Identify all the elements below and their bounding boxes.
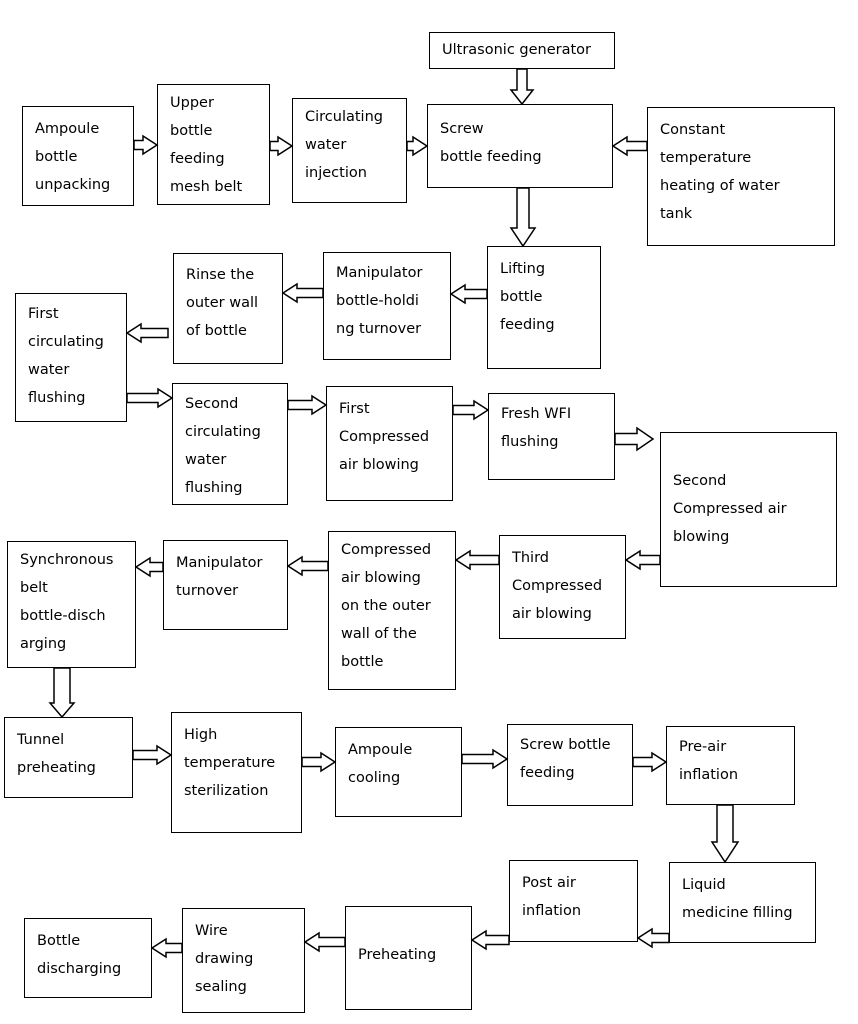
- step-screw-bottle-feeding-1: Screw bottle feeding: [427, 104, 613, 188]
- arrow-ultrasonic-to-screw: [509, 68, 535, 106]
- arrow-post-air-to-preheating: [470, 929, 510, 951]
- arrow-second-comp-to-third: [624, 549, 661, 571]
- step-ampoule-cooling: Ampoule cooling: [335, 727, 462, 817]
- step-constant-temperature-tank: Constant temperature heating of water ta…: [647, 107, 835, 246]
- arrow-manip-to-rinse: [281, 282, 324, 304]
- step-manipulator-bottle-holding-turnover: Manipulator bottle-holdi ng turnover: [323, 252, 451, 360]
- arrow-sterilization-to-cooling: [301, 751, 337, 773]
- arrow-wfi-to-second-comp: [614, 426, 655, 452]
- step-first-circulating-water-flushing: First circulating water flushing: [15, 293, 127, 422]
- step-wire-drawing-sealing: Wire drawing sealing: [182, 908, 305, 1013]
- step-manipulator-turnover: Manipulator turnover: [163, 540, 288, 630]
- step-screw-bottle-feeding-2: Screw bottle feeding: [507, 724, 633, 806]
- step-upper-feeding-mesh-belt: Upper bottle feeding mesh belt: [157, 84, 270, 205]
- arrow-outer-to-manip-turn: [286, 555, 329, 577]
- arrow-unpacking-to-belt: [133, 134, 159, 156]
- arrow-screw-to-lifting: [509, 187, 537, 248]
- arrow-first-circ-to-second-circ: [126, 387, 174, 409]
- arrow-preheating-to-sealing: [303, 931, 346, 953]
- step-rinse-outer-wall: Rinse the outer wall of bottle: [173, 253, 283, 364]
- arrow-third-to-outer: [454, 549, 500, 571]
- step-lifting-bottle-feeding: Lifting bottle feeding: [487, 246, 601, 369]
- arrow-first-comp-to-wfi: [452, 399, 490, 421]
- step-second-compressed-air-blowing: Second Compressed air blowing: [660, 432, 837, 587]
- arrow-liquid-to-post-air: [636, 927, 670, 949]
- step-pre-air-inflation: Pre-air inflation: [666, 726, 795, 805]
- arrow-injection-to-screw: [406, 135, 429, 157]
- step-high-temperature-sterilization: High temperature sterilization: [171, 712, 302, 833]
- step-circulating-water-injection: Circulating water injection: [292, 98, 407, 203]
- step-synchronous-belt-discharging: Synchronous belt bottle-disch arging: [7, 541, 136, 668]
- arrow-manip-turn-to-sync: [134, 556, 164, 578]
- step-third-compressed-air-blowing: Third Compressed air blowing: [499, 535, 626, 639]
- step-post-air-inflation: Post air inflation: [509, 860, 638, 942]
- step-ultrasonic-generator: Ultrasonic generator: [429, 32, 615, 69]
- arrow-lifting-to-manip: [449, 283, 488, 305]
- arrow-sealing-to-discharge: [150, 937, 183, 959]
- arrow-tunnel-to-sterilization: [132, 744, 173, 766]
- step-ampoule-unpacking: Ampoule bottle unpacking: [22, 106, 134, 206]
- arrow-second-circ-to-first-comp: [287, 394, 328, 416]
- arrow-belt-to-injection: [269, 135, 294, 157]
- arrow-sync-to-tunnel: [48, 667, 76, 719]
- arrow-screw2-to-pre-air: [632, 751, 668, 773]
- step-liquid-medicine-filling: Liquid medicine filling: [669, 862, 816, 943]
- step-first-compressed-air-blowing: First Compressed air blowing: [326, 386, 453, 501]
- arrow-tank-to-screw: [611, 135, 648, 157]
- step-bottle-discharging: Bottle discharging: [24, 918, 152, 998]
- arrow-rinse-to-first-circ: [125, 322, 169, 344]
- arrow-pre-air-to-liquid: [710, 804, 740, 864]
- arrow-cooling-to-screw2: [461, 748, 509, 770]
- step-preheating: Preheating: [345, 906, 472, 1010]
- step-second-circulating-water-flushing: Second circulating water flushing: [172, 383, 288, 505]
- step-compressed-air-blowing-outer-wall: Compressed air blowing on the outer wall…: [328, 531, 456, 690]
- step-fresh-wfi-flushing: Fresh WFI flushing: [488, 393, 615, 480]
